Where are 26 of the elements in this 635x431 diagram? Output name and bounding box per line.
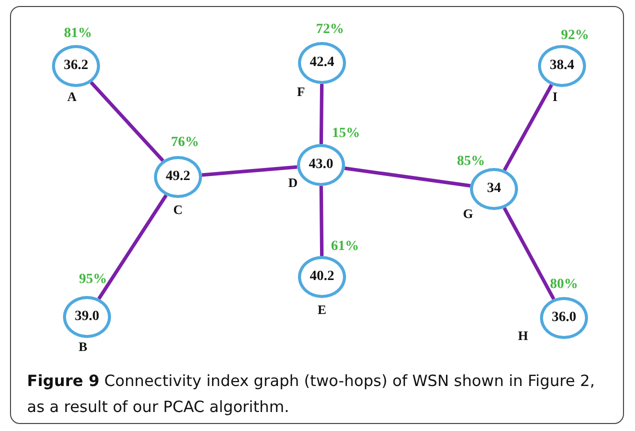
- connector-line: [97, 194, 168, 300]
- node-letter: I: [552, 89, 558, 105]
- connector-line: [502, 84, 554, 171]
- connector-line: [344, 166, 471, 188]
- connector-line: [202, 165, 298, 177]
- percent-label: 61%: [331, 239, 359, 255]
- connector-line: [90, 81, 164, 162]
- node-letter: D: [288, 175, 298, 191]
- percent-label: 80%: [550, 277, 578, 293]
- percent-label: 92%: [561, 28, 589, 44]
- figure-caption: Figure 9 Connectivity index graph (two-hops) of WSN shown in Figure 2, as a result of our PCAC algorithm.: [27, 371, 596, 418]
- node-letter: E: [318, 302, 326, 318]
- node-letter: B: [78, 339, 88, 355]
- percent-label: 95%: [79, 272, 107, 288]
- node-letter: F: [297, 84, 305, 100]
- connector-line: [319, 186, 324, 256]
- connector-line: [319, 84, 324, 144]
- node-letter: H: [518, 328, 528, 344]
- percent-label: 15%: [332, 126, 360, 142]
- node-letter: A: [67, 89, 77, 105]
- connector-line: [502, 207, 556, 300]
- percent-label: 76%: [171, 135, 199, 151]
- percent-label: 81%: [64, 26, 92, 42]
- percent-label: 85%: [457, 154, 485, 170]
- node-letter: C: [173, 202, 183, 218]
- percent-label: 72%: [316, 22, 344, 38]
